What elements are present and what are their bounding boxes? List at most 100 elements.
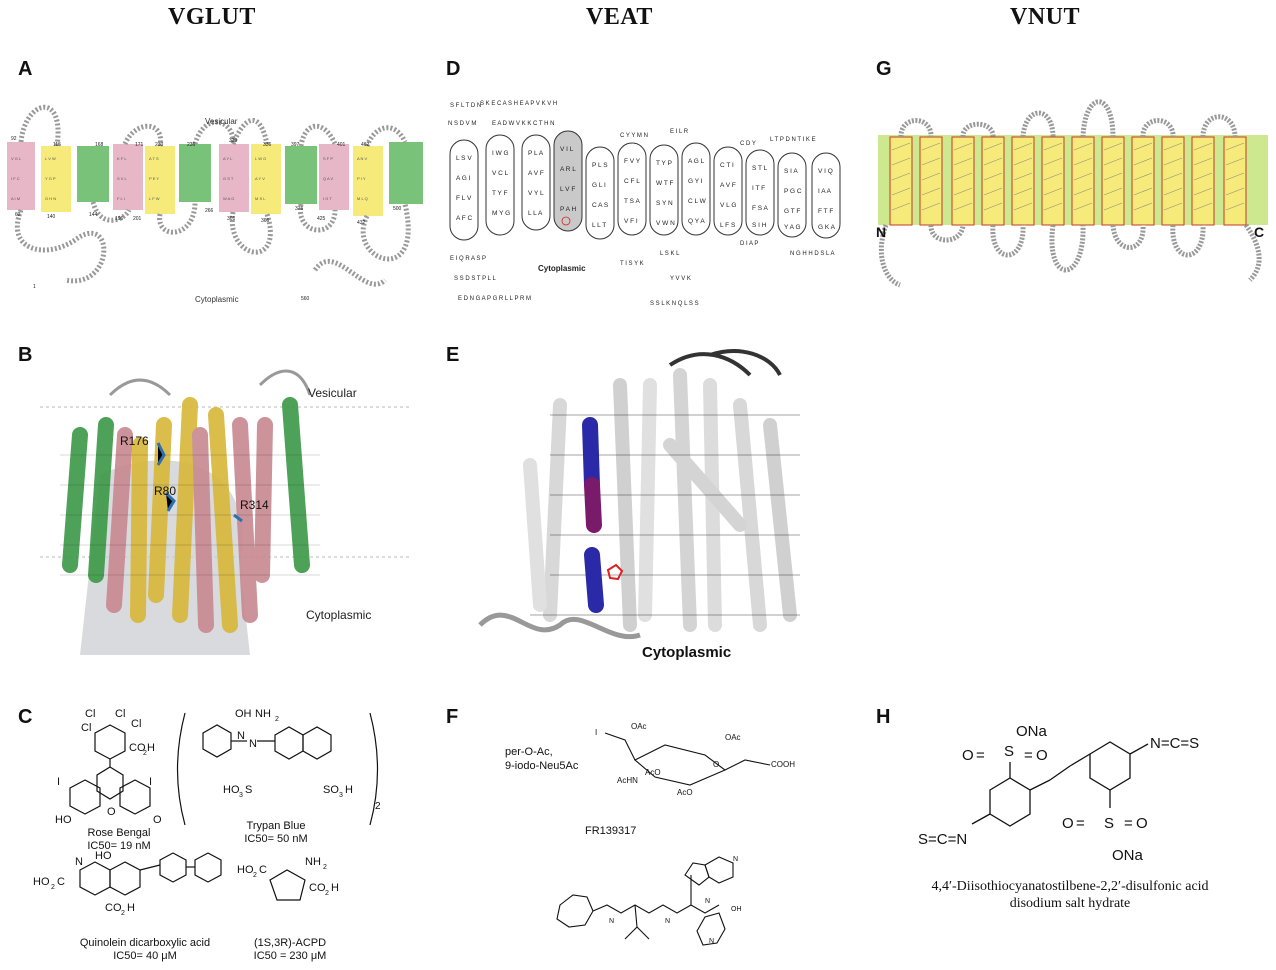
svg-text:T S A: T S A [624, 198, 640, 205]
helix-blocks [7, 142, 423, 216]
svg-text:=: = [1024, 747, 1033, 764]
svg-text:230: 230 [155, 142, 164, 148]
column-title-veat: VEAT [586, 4, 653, 30]
column-title-vglut: VGLUT [168, 4, 256, 30]
svg-text:N: N [249, 738, 257, 750]
svg-text:T I S Y K: T I S Y K [620, 261, 644, 267]
svg-text:L T P D N T I K E: L T P D N T I K E [770, 137, 816, 143]
svg-text:F L V: F L V [456, 195, 472, 202]
helix-9 [285, 146, 317, 204]
svg-text:L V W: L V W [45, 156, 56, 161]
svg-text:O: O [107, 806, 116, 818]
svg-text:N: N [665, 918, 670, 925]
svg-text:O: O [1136, 815, 1148, 832]
svg-text:2: 2 [325, 890, 329, 897]
svg-text:500: 500 [393, 206, 402, 212]
residue-r176: R176 [120, 434, 149, 448]
svg-text:336: 336 [263, 142, 272, 148]
svg-text:A G I: A G I [456, 175, 471, 182]
top-loops [668, 349, 782, 377]
svg-text:Cl: Cl [85, 708, 95, 720]
svg-text:I A A: I A A [818, 188, 832, 195]
svg-text:C D Y: C D Y [740, 141, 756, 147]
panel-label-e: E [446, 344, 460, 366]
svg-text:V I Q: V I Q [818, 168, 833, 175]
svg-text:3: 3 [339, 792, 343, 799]
cytoplasmic-label: Cytoplasmic [195, 295, 239, 304]
helix-4 [113, 144, 143, 210]
svg-text:C A S: C A S [592, 202, 609, 209]
rose-bengal-ic50: IC50= 19 nM [87, 840, 151, 852]
svg-text:K F L: K F L [117, 156, 127, 161]
svg-text:Q Y A: Q Y A [688, 218, 705, 225]
veat-structure-model: Cytoplasmic [470, 345, 810, 665]
svg-text:M Y G: M Y G [492, 210, 510, 217]
svg-text:C F L: C F L [624, 178, 640, 185]
svg-text:S S D S T P L L: S S D S T P L L [454, 276, 496, 282]
helix-2 [41, 146, 71, 212]
red-residue [606, 563, 624, 581]
svg-text:D I A P: D I A P [740, 241, 758, 247]
svg-text:A T S: A T S [149, 156, 159, 161]
svg-text:2: 2 [143, 750, 147, 757]
svg-text:171: 171 [135, 142, 144, 148]
panel-label-a: A [18, 58, 33, 80]
loop-chains [14, 104, 411, 287]
svg-text:ONa: ONa [1112, 847, 1144, 864]
svg-text:HO: HO [95, 850, 112, 862]
svg-text:G S T: G S T [223, 176, 234, 181]
svg-text:L V F: L V F [560, 186, 575, 193]
svg-text:S I H: S I H [752, 222, 767, 229]
panel-label-c: C [18, 706, 33, 728]
arginine-sticks [156, 442, 243, 523]
svg-text:OAc: OAc [725, 733, 741, 742]
svg-text:O: O [1036, 747, 1048, 764]
vesicular-label: Vesicular [308, 386, 357, 400]
helix-3 [77, 146, 109, 202]
svg-text:G T F: G T F [784, 208, 800, 215]
svg-text:E A D W V K K C T H N: E A D W V K K C T H N [492, 121, 554, 127]
svg-text:G L I: G L I [592, 182, 606, 189]
c-terminus-label: C [1254, 224, 1264, 240]
rose-bengal-caption: Rose Bengal IC50= 19 nM [79, 827, 159, 853]
svg-text:S V L: S V L [117, 176, 128, 181]
svg-text:A R L: A R L [560, 166, 576, 173]
svg-text:S K E C A S H E A P V K V H: S K E C A S H E A P V K V H [480, 101, 557, 107]
svg-text:2: 2 [51, 884, 55, 891]
fr139317-name: FR139317 [585, 825, 637, 837]
svg-text:P E Y: P E Y [149, 176, 159, 181]
svg-text:H: H [127, 902, 135, 914]
svg-text:OH: OH [235, 708, 252, 720]
vglut-structure-model: Vesicular Cytoplasmic R176 R80 R314 [40, 365, 440, 665]
svg-text:236: 236 [187, 142, 196, 148]
svg-text:329: 329 [229, 138, 238, 144]
svg-text:SO: SO [323, 784, 339, 796]
svg-text:376: 376 [295, 206, 304, 212]
svg-text:F S A: F S A [752, 205, 769, 212]
svg-text:S S L K N Q L S S: S S L K N Q L S S [650, 301, 699, 307]
trypan-blue-name: Trypan Blue [246, 820, 306, 832]
svg-text:E D N G A P G R L L P R M: E D N G A P G R L L P R M [458, 296, 531, 302]
trypan-blue-caption: Trypan Blue IC50= 50 nM [231, 820, 321, 846]
svg-text:P L S: P L S [592, 162, 608, 169]
svg-text:A V F: A V F [720, 182, 736, 189]
svg-text:C: C [259, 864, 267, 876]
svg-text:C L W: C L W [688, 198, 707, 205]
svg-text:NH: NH [305, 856, 321, 868]
svg-text:F T F: F T F [818, 208, 833, 215]
svg-text:L F W: L F W [149, 196, 160, 201]
svg-text:Cl: Cl [115, 708, 125, 720]
svg-text:301: 301 [227, 216, 236, 222]
svg-text:M L Q: M L Q [357, 196, 368, 201]
helix-residues: L S VA G IF L VA F C I W GV C LT Y FM Y … [456, 146, 836, 231]
svg-text:N=C=S: N=C=S [1150, 735, 1199, 752]
svg-text:196: 196 [115, 216, 124, 222]
svg-text:I: I [57, 776, 60, 788]
svg-text:H: H [345, 784, 353, 796]
svg-text:O: O [1062, 815, 1074, 832]
svg-text:S: S [1104, 815, 1114, 832]
svg-text:V F I: V F I [624, 218, 638, 225]
loop-residues: S F L T D NS K E C A S H E A P V K V H N… [448, 101, 834, 307]
svg-text:115: 115 [53, 142, 61, 148]
